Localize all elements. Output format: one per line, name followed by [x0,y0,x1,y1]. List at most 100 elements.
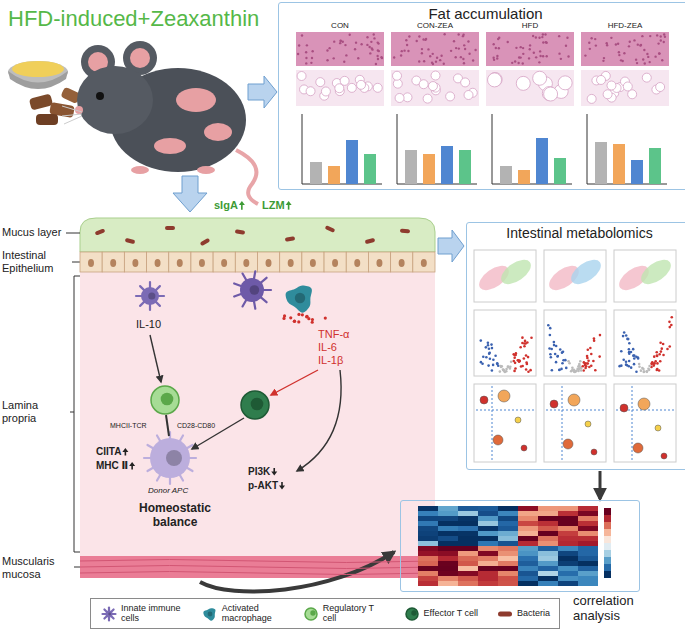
volcano-dot [519,346,522,349]
bubble [655,425,661,431]
adipocyte [373,83,382,92]
stain-dot [406,44,408,46]
bar [554,158,566,184]
volcano-dot [510,360,513,363]
pathway-label: PI3K [248,466,270,478]
epithelial-cell [235,252,257,272]
stain-dot [427,48,429,50]
stain-dot [522,62,524,64]
histology-image [391,70,479,106]
stain-dot [439,59,441,61]
contact-line [166,415,169,436]
cytokine-dot [293,320,296,323]
heatmap-cell [478,546,498,551]
volcano-dot [574,370,577,373]
heatmap-cell [498,561,518,566]
heatmap-cell [558,576,578,581]
adipocyte [428,82,437,91]
stain-dot [460,56,462,58]
stain-dot [618,54,620,56]
heatmap-cell [578,566,598,571]
volcano-dot [492,358,495,361]
volcano-dot [656,369,659,372]
heatmap-cell [538,506,558,511]
volcano-dot [562,350,565,353]
nucleus [132,259,138,267]
heatmap-cell [538,556,558,561]
volcano-dot [491,369,494,372]
stain-dot [660,35,662,37]
flow-arrow [173,176,207,212]
stain-dot [594,38,596,40]
nucleus [199,259,205,267]
volcano-dot [583,361,586,364]
volcano-dot [520,365,523,368]
heatmap-cell [518,556,538,561]
stain-dot [326,49,328,51]
adipocyte [533,71,547,85]
volcano-dot [579,360,582,363]
volcano-dot [625,360,628,363]
shape [66,233,80,234]
legend-icon-shape [305,608,317,620]
nucleus [108,612,111,615]
stain-dot [418,60,420,62]
cell-body [105,610,112,617]
stain-dot [520,46,522,48]
volcano-dot [598,355,601,358]
heatmap-cell [498,571,518,576]
volcano-dot [496,363,499,366]
stain-dot [493,59,495,61]
heatmap-cell [558,551,578,556]
volcano-dot [652,364,655,367]
bubble [493,435,503,445]
chart-axis [397,114,477,184]
volcano-dot [549,353,552,356]
stain-dot [311,50,313,52]
adipocyte [607,81,616,90]
nucleus [166,450,182,466]
stain-dot [377,41,379,43]
heatmap-cell [478,521,498,526]
volcano-dot [514,354,517,357]
volcano-dot [653,362,656,365]
heatmap-cell [538,511,558,516]
heatmap-cell [498,581,518,586]
volcano-dot [653,355,656,358]
heatmap-cell [458,556,478,561]
heatmap-cell [478,541,498,546]
heatmap-cell [458,506,478,511]
heatmap-cell [558,571,578,576]
stain-dot [328,47,330,49]
volcano-dot [507,365,510,368]
volcano-dot [589,347,592,350]
stain-dot [333,57,335,59]
volcano-dot [668,345,671,348]
guide-line [616,386,674,460]
stain-dot [455,47,457,49]
stain-dot [629,40,631,42]
heatmap-cell [498,536,518,541]
stain-dot [654,55,656,57]
heatmap-cell [578,571,598,576]
heatmap-cell [498,546,518,551]
stain-dot [376,55,378,57]
heatmap-cell [478,556,498,561]
adipocyte [656,83,665,92]
volcano-dot [492,364,495,367]
heatmap [418,506,611,586]
colorbar [604,543,611,550]
heatmap-cell [478,551,498,556]
heatmap-cell [518,561,538,566]
volcano-dot [565,367,568,370]
heatmap-cell [578,521,598,526]
cytokine-dot [305,315,308,318]
adipocyte [423,94,432,103]
stain-dot [339,40,341,42]
nucleus [88,259,94,267]
legend-text: Effector T cell [424,609,479,619]
shape [80,252,435,272]
stain-dot [453,40,455,42]
bubble [591,449,597,455]
shape [29,93,53,110]
